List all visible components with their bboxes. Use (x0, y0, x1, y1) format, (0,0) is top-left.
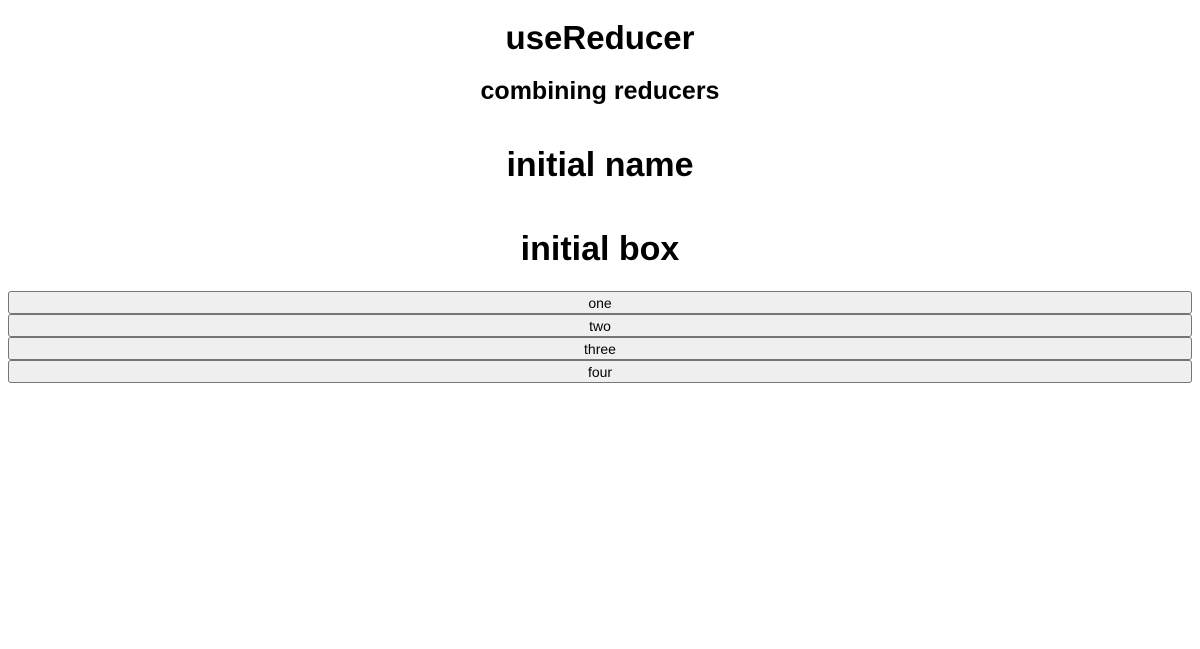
box-section-heading: initial box (520, 230, 680, 268)
box-item-list: one two three four (8, 291, 1192, 383)
box-item-button[interactable]: two (8, 314, 1192, 337)
box-item-button[interactable]: three (8, 337, 1192, 360)
box-item-button[interactable]: four (8, 360, 1192, 383)
app-title: useReducer (505, 19, 695, 56)
box-item-button[interactable]: one (8, 291, 1192, 314)
app-subtitle: combining reducers (480, 77, 720, 105)
page: useReducer combining reducers initial na… (0, 19, 1200, 649)
name-section-heading: initial name (506, 146, 694, 184)
